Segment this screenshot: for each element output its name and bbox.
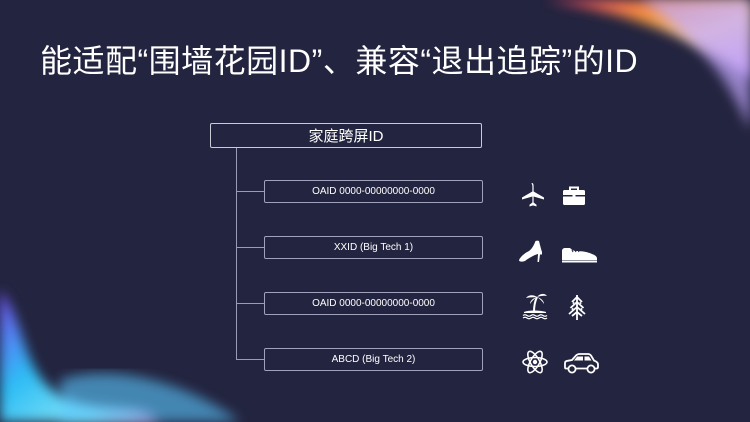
briefcase-icon: [559, 181, 589, 211]
tree-connector-branch: [236, 303, 264, 304]
id-box: OAID 0000-00000000-0000: [264, 292, 483, 315]
shoe-icon: [560, 238, 590, 268]
tree-connector-branch: [236, 191, 264, 192]
atom-icon: [520, 347, 550, 377]
root-id-label: 家庭跨屏ID: [308, 125, 383, 146]
root-id-box: 家庭跨屏ID: [210, 123, 482, 148]
id-label: XXID (Big Tech 1): [334, 242, 413, 253]
tree-connector-branch: [236, 359, 264, 360]
id-box: OAID 0000-00000000-0000: [264, 180, 483, 203]
id-label: ABCD (Big Tech 2): [332, 354, 416, 365]
tree-connector-vertical: [236, 147, 237, 359]
car-icon: [562, 348, 592, 378]
high-heel-icon: [516, 236, 546, 266]
id-label: OAID 0000-00000000-0000: [312, 298, 435, 309]
airplane-icon: [518, 180, 548, 210]
id-label: OAID 0000-00000000-0000: [312, 186, 435, 197]
id-box: ABCD (Big Tech 2): [264, 348, 483, 371]
palm-island-icon: [520, 290, 550, 320]
slide-title: 能适配“围墙花园ID”、兼容“退出追踪”的ID: [40, 36, 638, 82]
tree-connector-branch: [236, 247, 264, 248]
id-box: XXID (Big Tech 1): [264, 236, 483, 259]
pine-tree-icon: [562, 292, 592, 322]
